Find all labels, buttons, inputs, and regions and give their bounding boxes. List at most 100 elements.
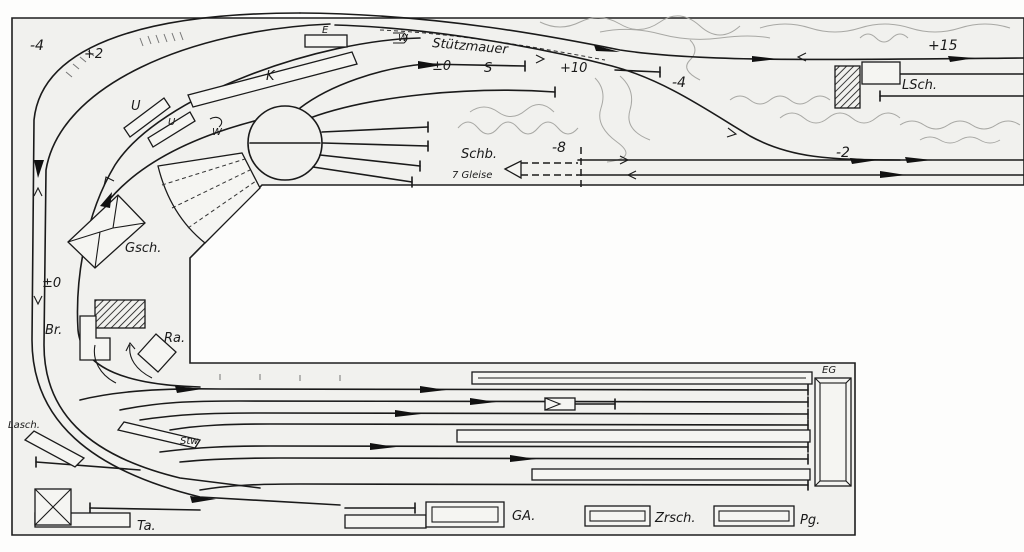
turnout-marker [948,56,975,62]
slope-hatching [65,31,341,381]
arrow-br [93,344,117,384]
loco-shed [861,61,901,85]
terrain-contour [779,112,901,124]
elevation-upper-right-line: +15 [928,38,958,54]
turnout-marker [420,386,446,393]
turnout-marker [370,443,396,450]
yard-track [139,412,809,421]
label-lasch: Lasch. [8,420,40,431]
turnout-marker [190,496,216,503]
elevation-descending-line: -4 [672,75,686,91]
terrain-contour [457,121,579,135]
label-schb: Schb. [461,147,497,162]
turnout-marker [395,410,421,417]
label-pg: Pg. [800,513,820,528]
building-pg-roof [718,510,790,522]
roundhouse-stall [171,169,251,209]
turntable-radial-track [321,126,429,133]
hidden-yard-marker [503,159,522,180]
building-zrsch-roof [589,510,646,522]
building-e [304,34,348,48]
turnout-marker [418,61,442,69]
track-turntable-siding [309,89,556,119]
terrain-contour [686,39,701,81]
building-ra [137,333,177,373]
label-w-left: W [212,127,223,138]
turnout-marker [175,386,202,393]
roundhouse-stall [161,158,246,186]
yard-track [179,457,809,463]
turnout-marker [905,157,932,163]
terrain-contour [859,33,909,43]
arrow-ra [125,342,153,379]
track-second-loop [43,23,331,489]
label-lsch: LSch. [902,78,937,93]
small-building-roof [544,397,562,411]
hatched-building-left [94,299,146,329]
terrain-contour [759,23,1011,33]
w-symbol-left [209,116,223,128]
terrain-contour [539,15,741,36]
loading-platform-2 [531,468,811,481]
terrain-contour [594,77,627,163]
elevation-outer-loop: -4 [30,38,44,54]
label-u-1: U [131,99,141,114]
terrain-contour [919,136,1001,144]
terrain-sketch [457,15,1021,163]
label-br: Br. [45,323,62,338]
label-ta: Ta. [137,519,156,534]
label-gsch: Gsch. [125,241,161,256]
turnout-markers [34,45,975,503]
track-turntable-lead-left [104,119,259,206]
building-k [187,51,358,108]
terrain-contour [469,104,555,117]
turnout-marker [34,160,44,178]
building-ga-annex [344,514,427,529]
track-inner-loop [76,37,421,388]
terrain-contour [729,95,831,105]
turnout-marker [510,455,536,462]
label-u-2: U [168,117,176,128]
direction-arrows [33,52,807,306]
elevation-hidden-yard: -8 [552,140,566,156]
yard-track [199,483,809,491]
turnout-marker [470,398,496,405]
station-building [814,377,852,487]
building-u-1 [123,97,171,138]
elevation-inner-loop: +2 [84,47,103,62]
hatched-building-right [834,65,861,109]
yard-track [159,445,809,453]
label-zrsch: Zrsch. [654,511,696,526]
building-u-2 [147,111,196,148]
track-stub-upper [614,69,661,73]
elevation-upper-line: +10 [560,61,587,76]
turntable-radial-track [319,154,421,167]
terrain-contour [599,28,771,40]
label-stuetzmauer: Stützmauer [432,36,510,58]
yard-track [169,423,809,431]
track-outer-loop [31,12,341,506]
roundhouse [157,152,261,244]
building-ga-roof [431,506,499,523]
yard-track [89,507,201,511]
turnout-marker [594,45,620,52]
turnout-marker [850,158,878,164]
turntable-radial-track [312,166,413,183]
w-symbol-top [393,32,408,44]
turnout-marker [752,56,778,62]
elevation-lower-right-line: -2 [836,145,850,161]
building-ta-roof [34,488,72,526]
label-eg: EG [822,365,836,376]
label-stw: Stw [180,436,199,447]
turnout-marker [100,192,112,208]
track-descending [334,24,901,161]
terrain-contour [899,120,1021,130]
turnout-marker [880,171,906,178]
building-zrsch [584,505,651,527]
building-ga [425,501,505,528]
building-pg [713,505,795,527]
label-k: K [266,69,276,84]
loading-platform-1 [456,429,811,443]
goods-shed-roof [67,194,146,269]
